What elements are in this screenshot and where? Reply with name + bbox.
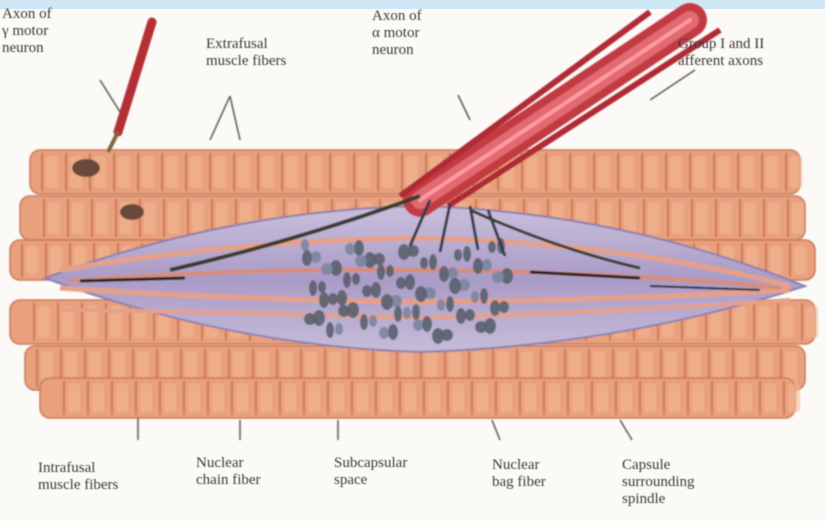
nucleus — [301, 239, 309, 251]
nucleus — [345, 243, 355, 255]
nucleus — [437, 299, 445, 311]
nucleus — [463, 246, 471, 262]
nucleus — [439, 266, 449, 282]
nucleus — [403, 307, 411, 319]
nucleus — [415, 286, 427, 302]
nucleus — [326, 322, 334, 338]
nucleus — [335, 323, 343, 335]
nucleus — [388, 324, 398, 340]
nucleus — [446, 296, 454, 312]
label-subcapsular-space: Subcapsular space — [334, 455, 407, 489]
nucleus — [448, 267, 458, 279]
nucleus — [338, 305, 350, 317]
label-nuclear-chain-fiber: Nuclear chain fiber — [196, 455, 261, 489]
nucleus — [302, 250, 312, 266]
label-capsule: Capsule surrounding spindle — [622, 457, 695, 508]
label-nuclear-bag-fiber: Nuclear bag fiber — [492, 457, 546, 491]
label-gamma-motor-axon: Axon of γ motor neuron — [2, 6, 52, 57]
nucleus — [311, 251, 321, 263]
nucleus — [379, 327, 389, 339]
nucleus — [473, 258, 483, 274]
nucleus — [309, 280, 317, 296]
nucleus — [405, 274, 415, 290]
nucleus — [343, 272, 351, 288]
nucleus — [471, 291, 479, 303]
nucleus — [492, 271, 504, 283]
nucleus — [386, 265, 394, 277]
nucleus — [381, 294, 393, 310]
nucleus — [354, 240, 364, 256]
nucleus — [454, 249, 462, 261]
nucleus — [413, 319, 423, 331]
nucleus — [480, 288, 488, 304]
nucleus — [377, 264, 385, 280]
nucleus — [321, 263, 333, 275]
label-alpha-motor-axon: Axon of α motor neuron — [372, 8, 422, 59]
extrafusal-fiber-row — [40, 378, 800, 418]
nucleus — [488, 241, 496, 253]
nucleus — [394, 306, 402, 322]
nucleus — [456, 308, 466, 324]
nucleus — [429, 254, 437, 270]
nucleus — [360, 314, 368, 330]
nucleus — [319, 292, 329, 308]
nucleus — [422, 316, 432, 332]
nucleus — [449, 278, 461, 294]
nucleus — [318, 281, 326, 293]
nucleus — [412, 304, 420, 320]
nucleus — [432, 328, 444, 344]
nucleus — [420, 257, 428, 269]
nucleus — [369, 315, 377, 327]
nucleus — [396, 277, 406, 289]
nucleus — [328, 293, 338, 305]
nucleus — [398, 244, 410, 260]
nucleus — [371, 282, 381, 298]
nucleus — [304, 313, 316, 325]
label-extrafusal-fibers: Extrafusal muscle fibers — [206, 36, 286, 70]
nucleus — [482, 259, 492, 271]
label-afferent-axons: Group I and II afferent axons — [678, 36, 764, 70]
nucleus — [475, 321, 487, 333]
label-intrafusal-fibers: Intrafusal muscle fibers — [38, 460, 118, 494]
nucleus — [337, 290, 347, 306]
nucleus — [499, 301, 509, 313]
nucleus — [465, 309, 475, 321]
nucleus — [352, 273, 360, 285]
nucleus — [362, 285, 372, 297]
nucleus — [355, 255, 367, 267]
nucleus — [490, 300, 500, 316]
